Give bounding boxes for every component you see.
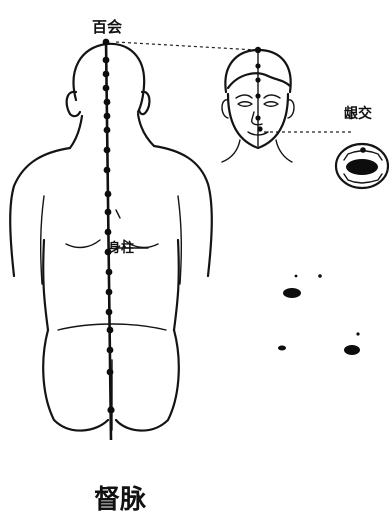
front-face [222, 47, 294, 162]
face-right-ear [288, 100, 294, 118]
speck [318, 274, 322, 278]
face-acupoint [255, 77, 260, 82]
acupoint [107, 406, 114, 413]
oral-cavity [346, 159, 378, 175]
acupoint [104, 127, 111, 134]
face-neck-right [276, 140, 292, 162]
neck-left [70, 116, 82, 148]
label-shenzhu: 身柱 [108, 240, 134, 256]
acupoint [107, 347, 114, 354]
acupoint [104, 99, 111, 106]
acupoint [106, 289, 113, 296]
acupoint [106, 309, 113, 316]
face-left-ear [222, 100, 228, 118]
face-acupoint [257, 126, 262, 131]
acupoint [107, 369, 114, 376]
neck-right [138, 114, 154, 146]
acupoint [105, 191, 112, 198]
right-eyebrow [264, 95, 280, 98]
speck [278, 346, 286, 351]
acupoint [103, 57, 110, 64]
acupoint [104, 113, 111, 120]
left-shoulder-arm [10, 148, 70, 276]
yinjiao-point [360, 147, 366, 153]
left-eyebrow [236, 95, 252, 98]
acupoint [104, 167, 111, 174]
face-acupoint [255, 115, 260, 120]
speck [344, 345, 360, 355]
acupoint [104, 147, 111, 154]
acupoint [103, 85, 110, 92]
torso-right [174, 240, 179, 330]
acupoint [106, 269, 113, 276]
acupoint [105, 209, 112, 216]
mouth-detail [336, 144, 388, 188]
acupoint [105, 229, 112, 236]
speck [283, 288, 301, 298]
lower-teeth [344, 174, 382, 183]
left-eye [238, 102, 252, 107]
label-yinjiao: 龈交 [344, 105, 372, 122]
right-shoulder-arm [154, 146, 212, 276]
shenzhu-tick [116, 210, 120, 218]
face-acupoint [255, 63, 260, 68]
right-buttock [116, 330, 179, 431]
left-buttock [43, 330, 108, 431]
speck [295, 275, 298, 278]
label-baihui: 百会 [92, 18, 122, 36]
print-specks [278, 274, 360, 355]
diagram-caption: 督脉 [94, 484, 147, 515]
du-meridian [103, 39, 115, 440]
acupoint [107, 327, 114, 334]
acupoint [103, 71, 110, 78]
speck [356, 332, 359, 335]
face-acupoint [255, 93, 260, 98]
face-neck-left [222, 140, 240, 162]
face-acupoint [255, 47, 261, 53]
right-eye [264, 102, 278, 107]
left-scapula [66, 240, 100, 247]
left-ear [67, 92, 80, 116]
acupoint [103, 39, 110, 46]
baihui-leader-line [116, 42, 256, 50]
torso-left [43, 240, 48, 330]
